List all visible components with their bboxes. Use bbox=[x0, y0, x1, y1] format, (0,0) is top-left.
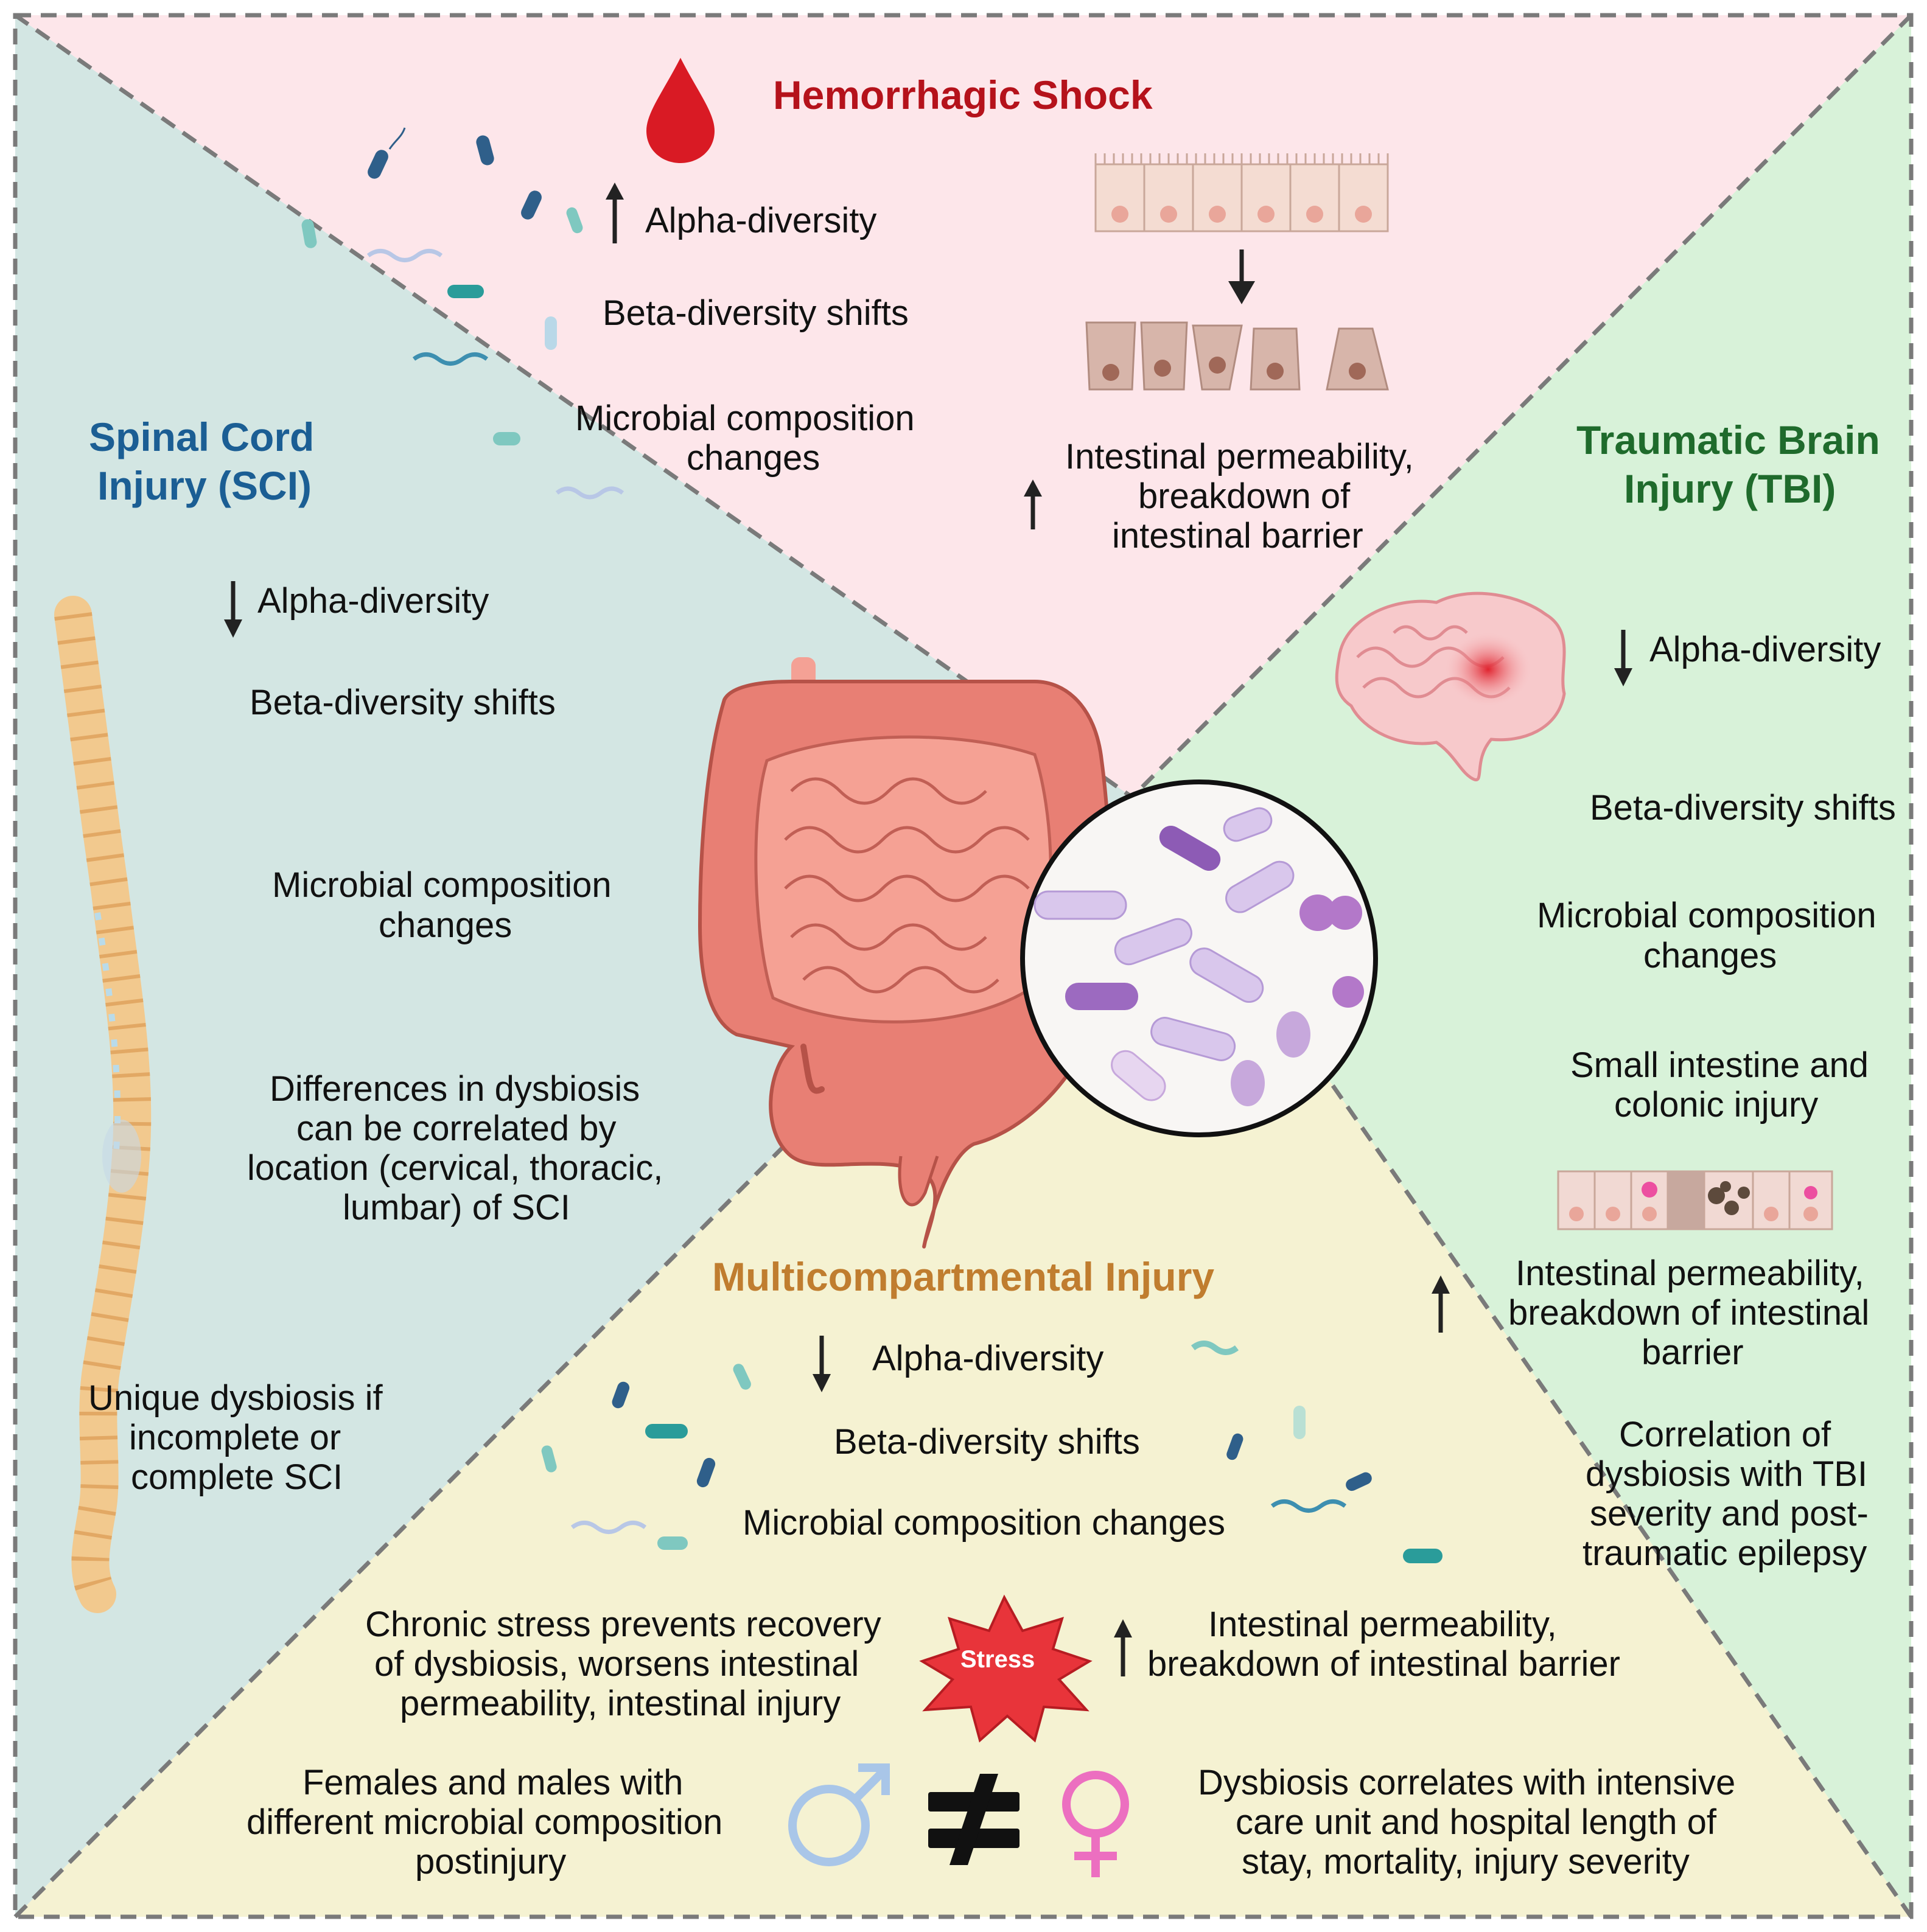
spinal-cord-injury-region bbox=[15, 15, 1132, 1917]
tbi-correlation-line2: dysbiosis with TBI bbox=[1586, 1454, 1868, 1494]
blood-drop-icon bbox=[646, 58, 715, 163]
sci-unique-line2: incomplete or bbox=[129, 1418, 341, 1457]
intestinal-epithelium-damaged bbox=[1085, 321, 1389, 391]
traumatic-brain-injury-region bbox=[1132, 15, 1911, 1917]
hemorrhagic-alpha-diversity: Alpha-diversity bbox=[645, 201, 877, 240]
sci-unique-line1: Unique dysbiosis if bbox=[88, 1378, 383, 1418]
hemorrhagic-microbial-line2: changes bbox=[687, 438, 820, 478]
multi-icu-line3: stay, mortality, injury severity bbox=[1242, 1842, 1690, 1881]
not-equal-icon bbox=[928, 1774, 1019, 1865]
tbi-microbial-line1: Microbial composition bbox=[1537, 896, 1876, 935]
tbi-permeability-line1: Intestinal permeability, bbox=[1516, 1254, 1864, 1293]
tbi-title-line1: Traumatic Brain bbox=[1576, 417, 1880, 462]
multicompartmental-injury-region bbox=[15, 797, 1911, 1917]
intestinal-epithelium-healthy bbox=[1094, 153, 1389, 232]
tbi-permeability-line3: barrier bbox=[1642, 1333, 1744, 1372]
bacteria-icon bbox=[368, 127, 542, 220]
sci-differences-line3: location (cervical, thoracic, bbox=[247, 1148, 663, 1188]
sci-microbial-line1: Microbial composition bbox=[272, 865, 612, 905]
up-arrow-icon bbox=[1024, 480, 1042, 529]
sci-title-line2: Injury (SCI) bbox=[97, 463, 312, 508]
down-arrow-icon bbox=[813, 1336, 831, 1392]
stress-burst-icon bbox=[919, 1594, 1093, 1743]
intestines-icon bbox=[698, 657, 1112, 1249]
sci-differences-line1: Differences in dysbiosis bbox=[270, 1069, 640, 1109]
multi-sex-differences-line1: Females and males with bbox=[303, 1763, 684, 1802]
diagonal-divider bbox=[1130, 13, 1913, 799]
tbi-alpha-diversity: Alpha-diversity bbox=[1649, 630, 1881, 669]
sci-microbial-line2: changes bbox=[379, 905, 512, 945]
tbi-small-intestine-line2: colonic injury bbox=[1614, 1085, 1819, 1125]
hemorrhagic-permeability-line3: intestinal barrier bbox=[1112, 516, 1363, 556]
up-arrow-icon bbox=[1432, 1275, 1450, 1333]
tbi-title-line2: Injury (TBI) bbox=[1624, 466, 1836, 511]
tbi-permeability-line2: breakdown of intestinal bbox=[1508, 1293, 1870, 1333]
bacteria-icon bbox=[541, 1341, 1443, 1563]
hemorrhagic-permeability-line2: breakdown of bbox=[1138, 476, 1351, 516]
multi-chronic-stress-line2: of dysbiosis, worsens intestinal bbox=[374, 1644, 859, 1684]
down-arrow-icon bbox=[1614, 630, 1632, 686]
multi-microbial-changes: Microbial composition changes bbox=[743, 1503, 1226, 1543]
tbi-microbial-line2: changes bbox=[1643, 936, 1777, 975]
multicompartmental-title: Multicompartmental Injury bbox=[712, 1254, 1215, 1299]
multi-chronic-stress-line3: permeability, intestinal injury bbox=[400, 1684, 841, 1723]
hemorrhagic-shock-title: Hemorrhagic Shock bbox=[773, 72, 1153, 117]
tbi-correlation-line1: Correlation of bbox=[1619, 1415, 1831, 1454]
bacteria-icon bbox=[301, 207, 624, 500]
spine-icon bbox=[54, 596, 152, 1613]
intestinal-injury-strip bbox=[1557, 1170, 1833, 1230]
stress-label: Stress bbox=[960, 1646, 1035, 1673]
multi-icu-line1: Dysbiosis correlates with intensive bbox=[1198, 1763, 1736, 1802]
up-arrow-icon bbox=[606, 183, 624, 243]
hemorrhagic-permeability-line1: Intestinal permeability, bbox=[1065, 437, 1414, 476]
multi-sex-differences-line3: postinjury bbox=[415, 1842, 567, 1881]
multi-alpha-diversity: Alpha-diversity bbox=[872, 1339, 1104, 1378]
male-symbol-icon bbox=[788, 1763, 890, 1866]
multi-sex-differences-line2: different microbial composition bbox=[247, 1802, 723, 1842]
hemorrhagic-beta-diversity: Beta-diversity shifts bbox=[603, 293, 909, 333]
tbi-small-intestine-line1: Small intestine and bbox=[1570, 1045, 1869, 1085]
hemorrhagic-microbial-line1: Microbial composition bbox=[575, 399, 915, 438]
multi-beta-diversity: Beta-diversity shifts bbox=[834, 1422, 1140, 1462]
down-arrow-icon bbox=[1228, 249, 1255, 304]
tbi-correlation-line4: traumatic epilepsy bbox=[1583, 1533, 1867, 1573]
sci-differences-line4: lumbar) of SCI bbox=[343, 1188, 570, 1227]
microbiome-circle bbox=[1020, 779, 1378, 1137]
up-arrow-icon bbox=[1114, 1619, 1132, 1676]
diagonal-divider bbox=[13, 13, 1134, 799]
brain-icon bbox=[1335, 591, 1566, 781]
female-symbol-icon bbox=[1062, 1771, 1129, 1877]
sci-alpha-diversity: Alpha-diversity bbox=[257, 581, 489, 621]
multi-icu-line2: care unit and hospital length of bbox=[1236, 1802, 1716, 1842]
multi-permeability-line1: Intestinal permeability, bbox=[1208, 1605, 1557, 1644]
multi-chronic-stress-line1: Chronic stress prevents recovery bbox=[365, 1605, 881, 1644]
sci-beta-diversity: Beta-diversity shifts bbox=[250, 683, 556, 722]
sci-title-line1: Spinal Cord bbox=[89, 414, 315, 459]
tbi-beta-diversity: Beta-diversity shifts bbox=[1590, 788, 1896, 828]
down-arrow-icon bbox=[224, 581, 242, 638]
dashed-border bbox=[13, 13, 1914, 1919]
hemorrhagic-shock-region bbox=[15, 15, 1911, 797]
multi-permeability-line2: breakdown of intestinal barrier bbox=[1147, 1644, 1620, 1684]
sci-differences-line2: can be correlated by bbox=[296, 1109, 617, 1148]
sci-unique-line3: complete SCI bbox=[131, 1457, 343, 1497]
tbi-correlation-line3: severity and post- bbox=[1590, 1494, 1869, 1533]
